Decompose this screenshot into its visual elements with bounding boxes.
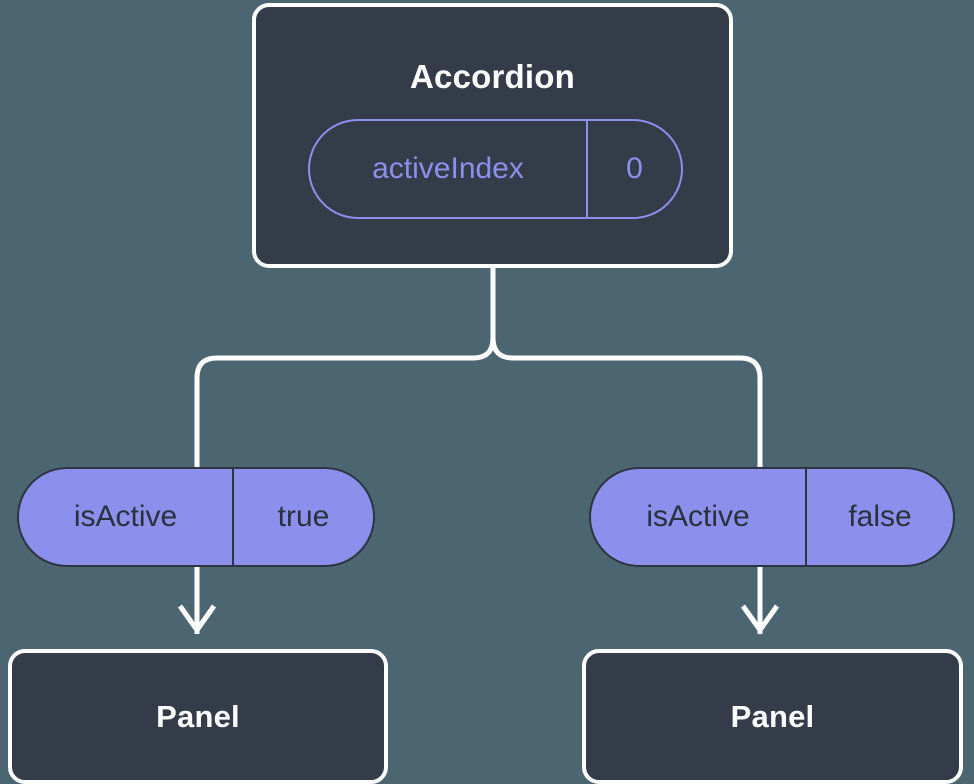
state-pill-active-index[interactable]: activeIndex 0	[308, 119, 683, 219]
prop-pill-key: isActive	[591, 469, 807, 565]
prop-pill-value: false	[848, 500, 912, 533]
state-pill-value: 0	[626, 152, 643, 185]
prop-pill-key: isActive	[19, 469, 234, 565]
arrow-down-icon-right	[740, 567, 780, 635]
component-node-panel-left[interactable]: Panel	[8, 649, 388, 784]
arrow-down-icon-left	[177, 567, 217, 635]
component-title: Accordion	[410, 58, 575, 95]
trunk-connector	[194, 265, 496, 470]
trunk-connector-right	[490, 335, 763, 470]
prop-pill-is-active-false[interactable]: isActive false	[589, 467, 955, 567]
prop-pill-value: true	[277, 500, 330, 533]
component-title: Panel	[156, 699, 240, 734]
prop-pill-is-active-true[interactable]: isActive true	[17, 467, 375, 567]
component-title: Panel	[730, 699, 815, 734]
component-node-panel-right[interactable]: Panel	[582, 649, 963, 784]
state-pill-key: activeIndex	[310, 121, 588, 217]
